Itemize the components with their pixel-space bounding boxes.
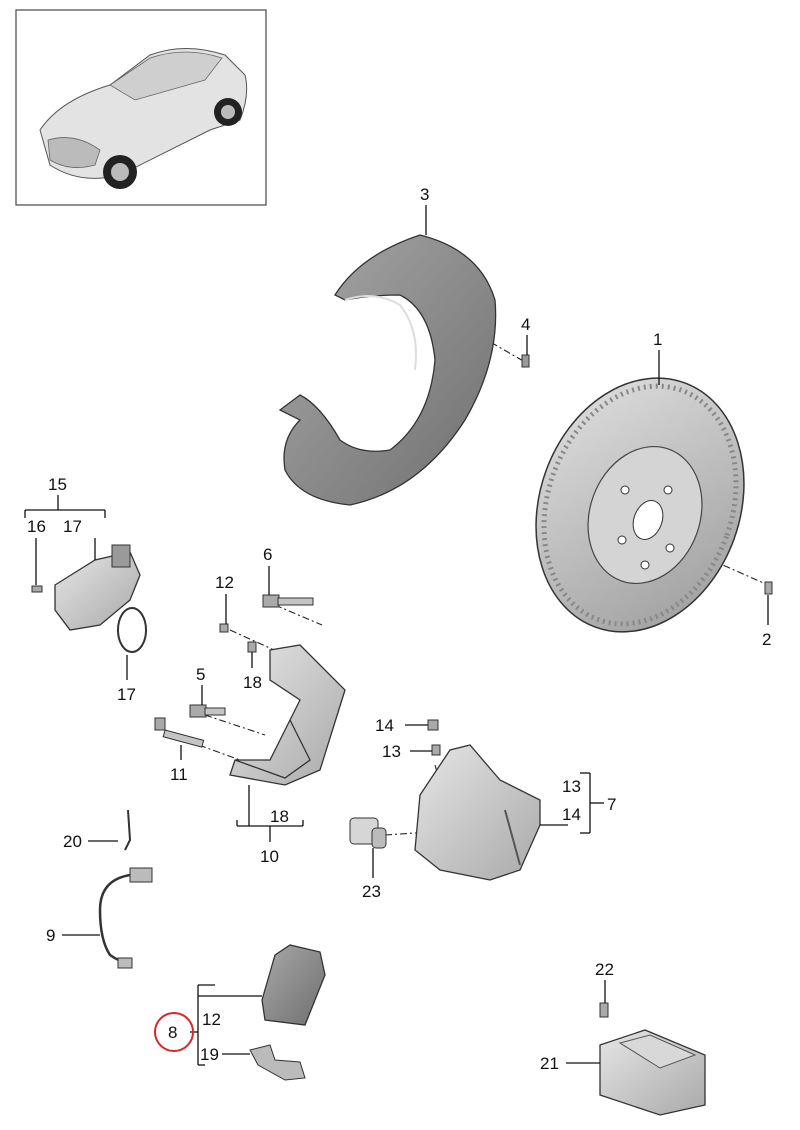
guide-sleeve[interactable] (349, 817, 387, 849)
label-part-19[interactable]: 19 (200, 1045, 219, 1064)
control-unit[interactable] (599, 1002, 706, 1116)
shield-bolt[interactable] (521, 354, 530, 368)
label-part-12-bottom[interactable]: 12 (202, 1010, 221, 1029)
label-part-16[interactable]: 16 (27, 517, 46, 536)
label-part-18-bottom[interactable]: 18 (270, 807, 289, 826)
leader-lines (24, 205, 769, 1066)
label-part-13-top[interactable]: 13 (382, 742, 401, 761)
label-part-6[interactable]: 6 (263, 545, 272, 564)
label-part-14-top[interactable]: 14 (375, 716, 394, 735)
label-part-8[interactable]: 8 (168, 1023, 177, 1042)
disc-screw[interactable] (764, 581, 773, 595)
label-part-15[interactable]: 15 (48, 475, 67, 494)
carrier-bolts[interactable] (154, 594, 314, 748)
vehicle-thumbnail (15, 9, 267, 206)
brake-pads[interactable] (249, 944, 326, 1081)
label-part-12-top[interactable]: 12 (215, 573, 234, 592)
label-part-9[interactable]: 9 (46, 926, 55, 945)
label-part-3[interactable]: 3 (420, 185, 429, 204)
label-part-2[interactable]: 2 (762, 630, 771, 649)
label-part-5[interactable]: 5 (196, 665, 205, 684)
label-part-4[interactable]: 4 (521, 315, 530, 334)
label-part-10[interactable]: 10 (260, 847, 279, 866)
label-part-1[interactable]: 1 (653, 330, 662, 349)
brake-caliper[interactable] (414, 719, 541, 881)
label-part-7[interactable]: 7 (607, 795, 616, 814)
label-part-17-bottom[interactable]: 17 (117, 685, 136, 704)
part-labels: 3 4 1 2 15 16 17 17 6 12 18 5 11 18 10 1… (27, 185, 771, 1073)
label-part-22[interactable]: 22 (595, 960, 614, 979)
brake-disc[interactable] (502, 349, 779, 662)
label-part-14-bracket[interactable]: 14 (562, 805, 581, 824)
wear-sensor[interactable] (98, 809, 153, 969)
label-part-23[interactable]: 23 (362, 882, 381, 901)
caliper-carrier[interactable] (229, 644, 346, 786)
label-part-17-top[interactable]: 17 (63, 517, 82, 536)
label-part-18-top[interactable]: 18 (243, 673, 262, 692)
highlight-circle (154, 1012, 194, 1052)
label-part-20[interactable]: 20 (63, 832, 82, 851)
suv-thumbnail-icon (39, 48, 248, 189)
label-part-13-bracket[interactable]: 13 (562, 777, 581, 796)
parking-brake-motor[interactable] (31, 544, 147, 653)
label-part-21[interactable]: 21 (540, 1054, 559, 1073)
splash-shield[interactable] (278, 234, 497, 506)
label-part-11[interactable]: 11 (170, 765, 188, 784)
